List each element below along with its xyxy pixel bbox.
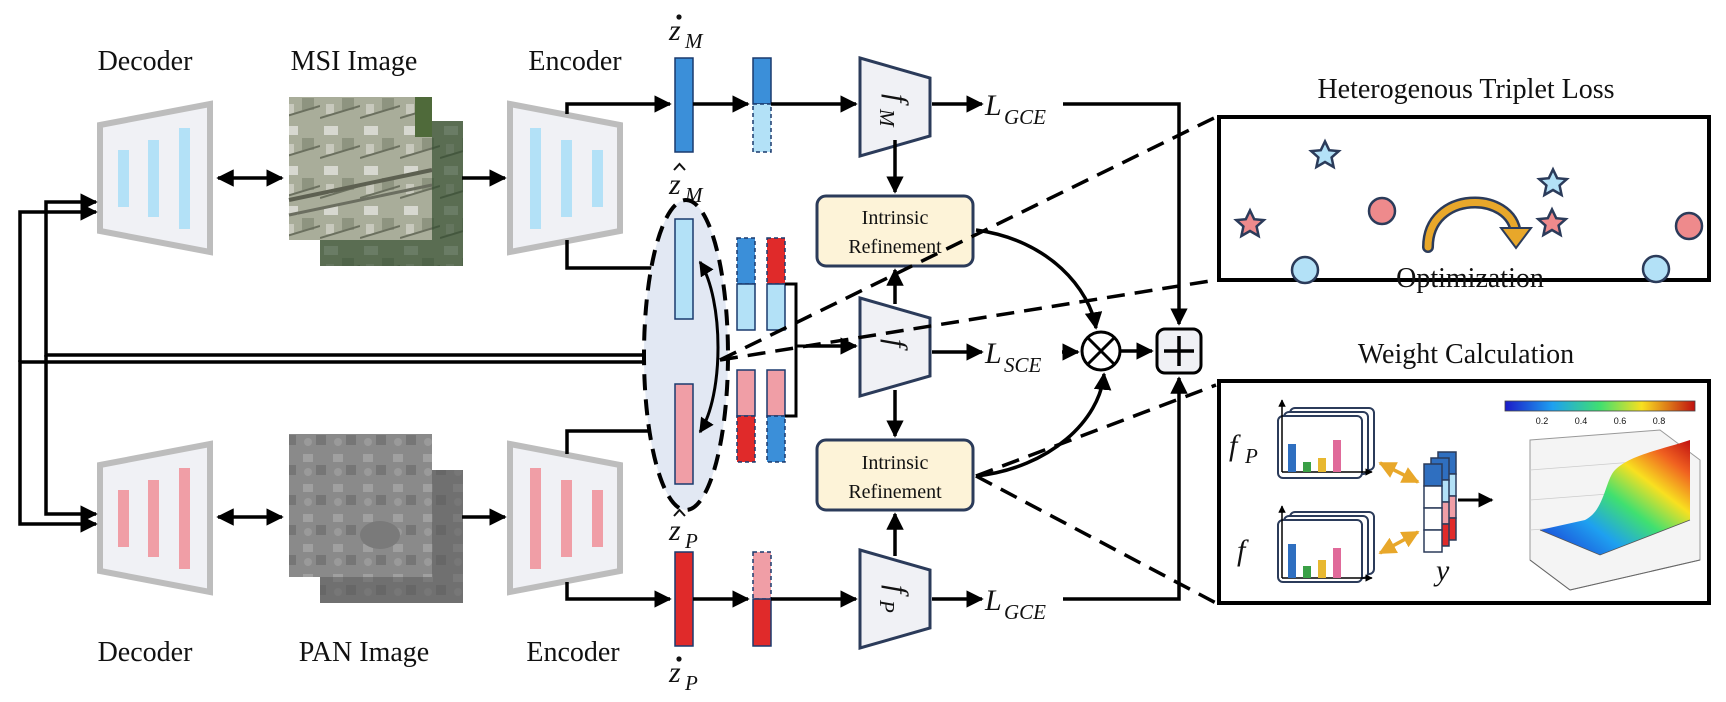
weight-calculation-panel: f P f	[1217, 379, 1711, 605]
pan-image	[289, 434, 463, 603]
z-dot-m-symbol: z M	[668, 14, 704, 53]
multiply-operator	[1080, 330, 1122, 372]
svg-text:GCE: GCE	[1004, 105, 1046, 129]
triplet-loss-title: Heterogenous Triplet Loss	[1317, 74, 1614, 105]
svg-text:P: P	[684, 529, 698, 553]
feature-card-stack-bottom	[1277, 505, 1375, 583]
svg-text:L: L	[984, 337, 1002, 370]
decoder-top-label: Decoder	[98, 46, 194, 77]
classifier-f: f	[858, 296, 932, 398]
z-hat-p-vector	[674, 383, 694, 485]
loss-sce: L SCE	[984, 337, 1042, 377]
encoder-output-arrows	[565, 95, 672, 608]
masked-vector-bottom	[752, 551, 772, 647]
y-vector-stack	[1423, 451, 1457, 553]
triplet-loss-panel: Optimization	[1217, 115, 1711, 294]
intrinsic-refinement-bottom: Intrinsic Refinement	[815, 438, 975, 512]
circle-icon	[1641, 254, 1671, 284]
z-hat-p-symbol: z P	[668, 508, 698, 553]
svg-text:M: M	[875, 108, 899, 128]
weight-calculation-title: Weight Calculation	[1358, 339, 1574, 370]
z-dot-m-vector	[674, 57, 694, 153]
circle-icon	[1290, 255, 1320, 285]
optimization-label: Optimization	[1396, 263, 1544, 294]
encoder-top-label: Encoder	[528, 46, 622, 77]
star-icon	[1535, 206, 1569, 238]
feature-card-stack-top	[1277, 399, 1375, 479]
wc-y-label: y	[1433, 554, 1450, 587]
svg-text:M: M	[684, 29, 704, 53]
add-operator	[1155, 327, 1203, 375]
svg-text:SCE: SCE	[1004, 353, 1042, 377]
svg-text:Intrinsic: Intrinsic	[862, 452, 929, 474]
svg-text:GCE: GCE	[1004, 600, 1046, 624]
feedback-lines	[18, 193, 652, 533]
svg-text:0.4: 0.4	[1575, 416, 1588, 426]
intrinsic-refinement-top: Intrinsic Refinement	[815, 194, 975, 268]
svg-text:L: L	[984, 584, 1002, 617]
decoder-bottom	[97, 440, 213, 596]
svg-text:P: P	[684, 671, 698, 695]
loss-gce-top: L GCE	[984, 89, 1046, 129]
image-arrows	[216, 169, 507, 526]
svg-text:0.6: 0.6	[1614, 416, 1627, 426]
encoder-top	[507, 100, 623, 256]
svg-text:z: z	[668, 168, 681, 201]
svg-text:L: L	[984, 89, 1002, 122]
masked-vector-top	[752, 57, 772, 153]
z-hat-m-vector	[674, 218, 694, 320]
svg-text:z: z	[668, 514, 681, 547]
svg-text:Refinement: Refinement	[848, 236, 942, 258]
msi-image-label: MSI Image	[291, 46, 418, 77]
svg-text:P: P	[1244, 444, 1258, 468]
star-icon	[1536, 166, 1570, 198]
swapped-vectors-bottom	[736, 369, 786, 463]
msi-image	[288, 97, 463, 266]
decoder-top	[97, 100, 213, 256]
z-dot-p-vector	[674, 551, 694, 647]
pan-image-label: PAN Image	[299, 637, 429, 668]
encoder-bottom	[507, 440, 623, 596]
svg-text:Refinement: Refinement	[848, 481, 942, 503]
classifier-f-p: f P	[858, 548, 932, 650]
star-icon	[1308, 138, 1342, 170]
z-dot-p-symbol: z P	[668, 656, 698, 695]
circle-icon	[1674, 211, 1704, 241]
svg-text:0.8: 0.8	[1653, 416, 1666, 426]
svg-text:0.2: 0.2	[1536, 416, 1549, 426]
svg-text:P: P	[875, 599, 899, 613]
classifier-f-m: f M	[858, 56, 932, 158]
svg-text:z: z	[668, 14, 681, 47]
surface-plot: 0.2 0.4 0.6 0.8	[1504, 400, 1701, 591]
zoom-dashed-lines	[719, 115, 1217, 605]
star-icon	[1233, 207, 1267, 239]
decoder-bottom-label: Decoder	[98, 637, 194, 668]
swapped-vectors-top	[736, 237, 786, 331]
circle-icon	[1367, 196, 1397, 226]
svg-text:z: z	[668, 656, 681, 689]
svg-text:Intrinsic: Intrinsic	[862, 207, 929, 229]
loss-gce-bottom: L GCE	[984, 584, 1046, 624]
encoder-bottom-label: Encoder	[526, 637, 620, 668]
